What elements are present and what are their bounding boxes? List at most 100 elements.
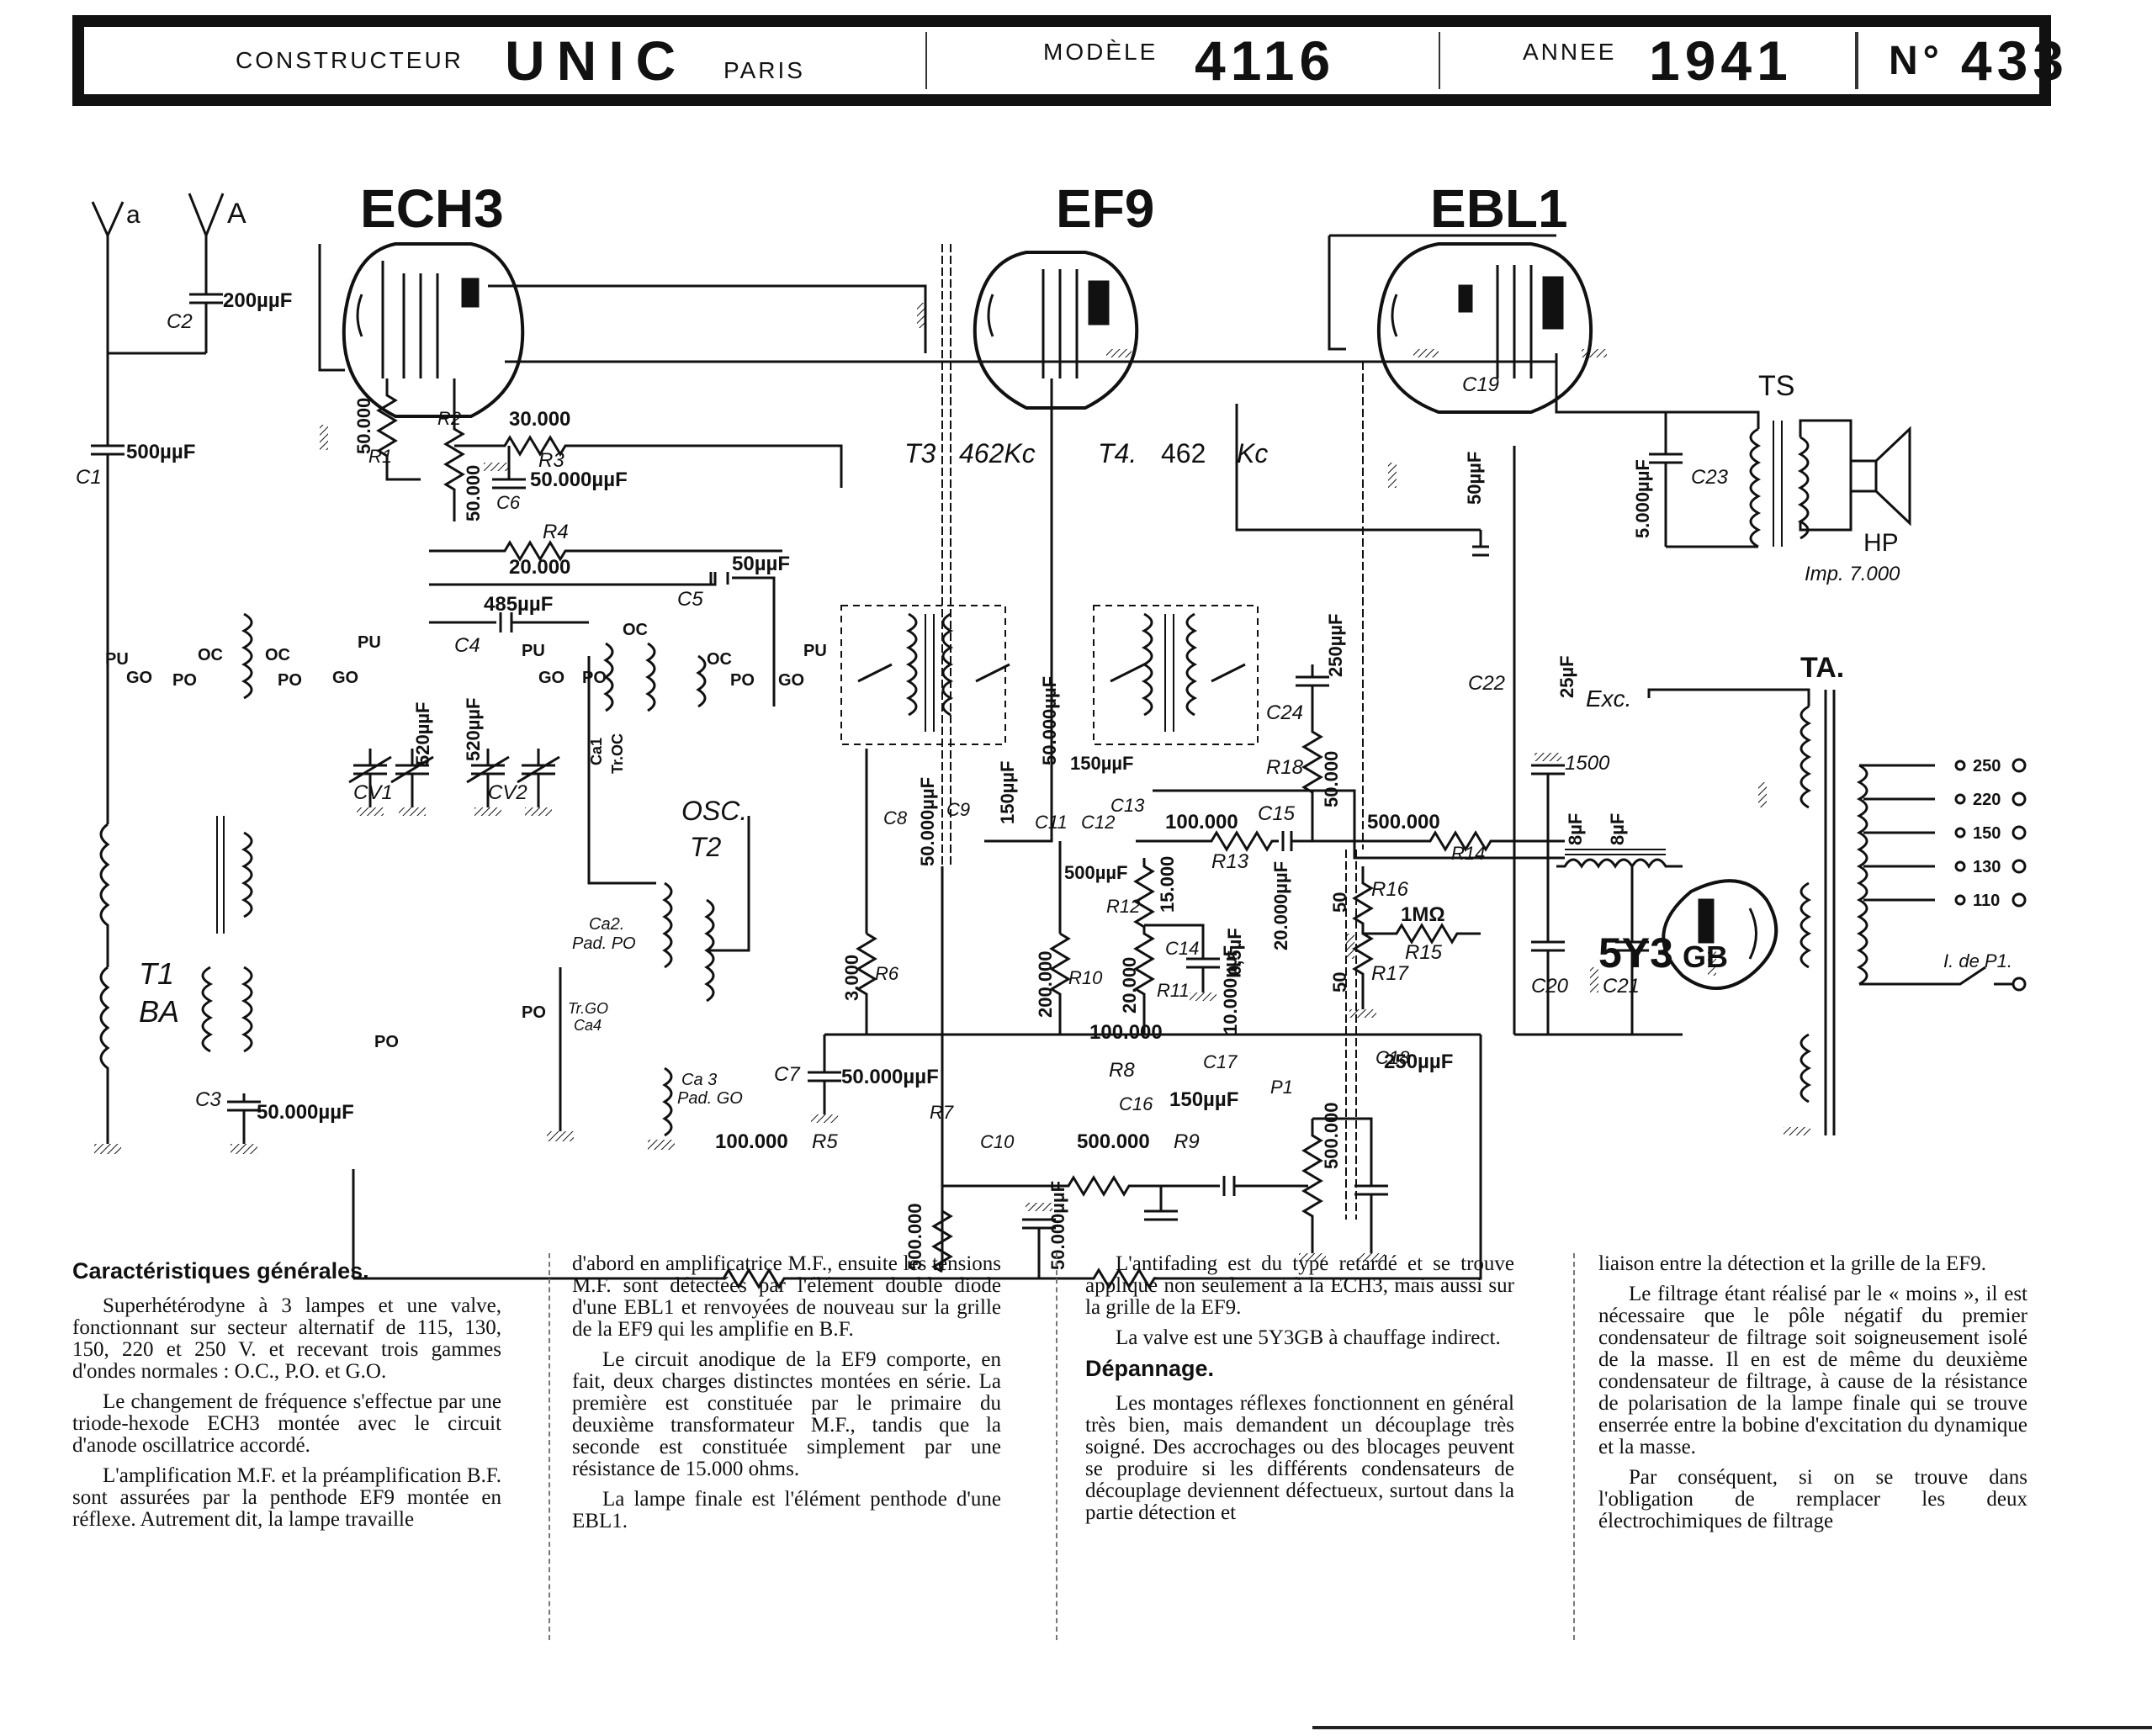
- antenna-a-big-label: A: [227, 198, 246, 230]
- switch-label-po: PO: [278, 671, 302, 690]
- label-c8: C8: [883, 807, 908, 828]
- paragraph: Le filtrage étant réalisé par le « moins…: [1598, 1283, 2027, 1458]
- label-ca4: Ca4: [574, 1017, 602, 1034]
- resistor-r10: [1049, 932, 1071, 1035]
- resistor-r3: [454, 435, 843, 490]
- paragraph: Par conséquent, si on se trouve dans l'o…: [1598, 1466, 2027, 1532]
- value-exc: 1500: [1565, 752, 1610, 775]
- label-c3: C3: [195, 1088, 221, 1111]
- resistor-r1: [376, 378, 421, 481]
- capacitor-c16: [1144, 1186, 1178, 1221]
- paragraph: Superhétérodyne à 3 lampes et une valve,…: [72, 1294, 501, 1383]
- city-cell: PARIS: [724, 37, 805, 104]
- label-c23: C23: [1691, 466, 1729, 489]
- tube-label-gb: GB: [1683, 939, 1728, 974]
- excitation-coil: [1556, 858, 1683, 869]
- label-t4: T4.: [1098, 438, 1137, 468]
- label-tr-go: Tr.GO: [568, 1000, 608, 1017]
- article-column-2: d'abord en amplificatrice M.F., ensuite …: [572, 1253, 1001, 1541]
- capacitor-c10: [1022, 1218, 1056, 1278]
- switch-label-po: PO: [522, 1003, 546, 1022]
- ground-icon: [1590, 967, 1598, 992]
- switch-label-go: GO: [332, 669, 358, 687]
- coil-stack-left: [201, 612, 253, 1053]
- tube-ech3-symbol: [318, 242, 525, 418]
- variable-capacitor-cv1: [348, 749, 434, 807]
- value-c7: 50.000µµF: [841, 1066, 939, 1088]
- resistor-r18: [1301, 698, 1323, 841]
- label-r3: R3: [538, 449, 565, 472]
- value-c11: 50.000µµF: [1039, 676, 1060, 765]
- oscillator-coil-t2: [603, 642, 715, 1137]
- label-c7: C7: [774, 1063, 801, 1086]
- model-number: 4116: [1195, 29, 1336, 92]
- paragraph: Le circuit anodique de la EF9 comporte, …: [572, 1348, 1001, 1480]
- modele-label: MODÈLE: [1043, 39, 1158, 65]
- switch-label-oc: OC: [623, 621, 648, 639]
- value-c5: 50µµF: [732, 553, 790, 575]
- year-value: 1941: [1649, 29, 1793, 92]
- constructeur-label-cell: CONSTRUCTEUR: [236, 27, 464, 94]
- value-c10: 50.000µµF: [1047, 1181, 1068, 1270]
- switch-label-oc: OC: [265, 646, 290, 664]
- loudspeaker-icon: [1799, 419, 1911, 532]
- number-label: N°: [1889, 38, 1944, 83]
- ground-icon: [1349, 1009, 1376, 1018]
- brand-cell: UNIC: [505, 27, 687, 94]
- ground-icon: [1190, 992, 1216, 1001]
- value-c12: 500µµF: [1064, 862, 1128, 883]
- ground-icon: [320, 425, 328, 450]
- ground-icon: [94, 1144, 121, 1154]
- value-r17: 50: [1329, 972, 1350, 992]
- resistor-r7: [931, 1209, 953, 1273]
- value-cv1: 520µµF: [412, 702, 433, 766]
- resistor-r16-r17: [1352, 866, 1374, 1009]
- capacitor-c21: [1615, 866, 1649, 1035]
- capacitor-c3: [227, 1093, 261, 1144]
- paragraph: d'abord en amplificatrice M.F., ensuite …: [572, 1252, 1001, 1341]
- value-c18: 250µµF: [1384, 1051, 1453, 1073]
- label-r1: R1: [368, 446, 392, 467]
- capacitor-c22: [1531, 764, 1565, 866]
- label-c6: C6: [496, 492, 521, 513]
- switch-label-go: GO: [538, 669, 565, 687]
- label-r15: R15: [1405, 941, 1443, 964]
- paragraph: L'antifading est du type retardé et se t…: [1085, 1252, 1514, 1319]
- capacitor-c4: [429, 612, 589, 632]
- label-r14: R14: [1451, 843, 1485, 864]
- switch-label-oc: OC: [707, 650, 732, 669]
- paragraph: Le changement de fréquence s'effectue pa…: [72, 1390, 501, 1457]
- ground-icon: [484, 463, 509, 471]
- value-p1: 500.000: [1321, 1102, 1342, 1169]
- label-ts: TS: [1758, 370, 1794, 402]
- label-c1: C1: [76, 466, 102, 489]
- value-r16: 50: [1329, 892, 1350, 913]
- label-r13: R13: [1211, 850, 1249, 873]
- value-r2: 50.000: [463, 465, 484, 521]
- label-c14: C14: [1165, 938, 1199, 959]
- resistor-r12-r11: [1133, 858, 1155, 1035]
- switch-label-po: PO: [582, 669, 607, 687]
- model-number-cell: 4116: [1195, 27, 1335, 94]
- label-c24: C24: [1266, 701, 1303, 724]
- if-transformer-t4: [1093, 605, 1259, 745]
- value-c13: 150µµF: [1070, 753, 1134, 774]
- ground-icon: [1358, 1253, 1385, 1262]
- header-divider: [1439, 32, 1440, 89]
- column-divider: [1573, 1253, 1575, 1640]
- voltage-label-220: 220: [1973, 791, 2001, 809]
- ground-icon: [1346, 934, 1354, 959]
- capacitor-c7: [808, 1035, 841, 1114]
- number-cell: N° 433: [1889, 27, 2069, 94]
- capacitor-c19: [1472, 530, 1489, 557]
- label-interrupt: I. de P1.: [1943, 950, 2012, 971]
- label-r4: R4: [543, 521, 569, 543]
- ground-icon: [1582, 349, 1607, 357]
- label-c5: C5: [677, 588, 703, 611]
- ground-icon: [1708, 950, 1716, 976]
- value-r1: 50.000: [353, 398, 374, 454]
- ground-icon: [1026, 1203, 1052, 1211]
- label-t1: T1: [139, 956, 174, 991]
- label-c13: C13: [1110, 795, 1145, 816]
- capacitor-c5: [429, 572, 776, 707]
